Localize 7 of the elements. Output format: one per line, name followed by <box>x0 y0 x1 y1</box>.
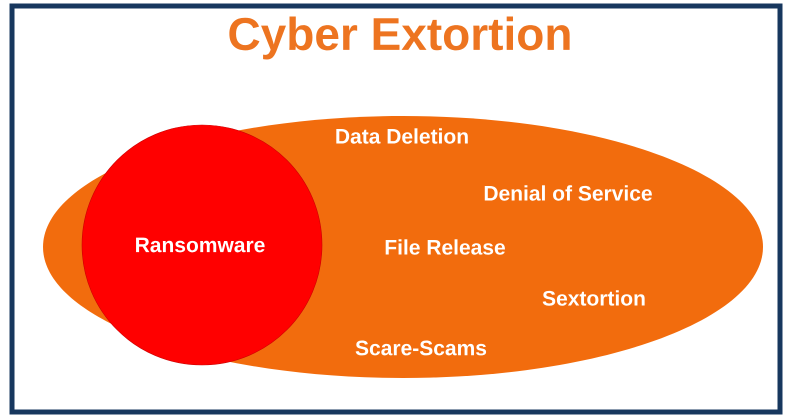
category-label: Data Deletion <box>336 128 468 144</box>
category-label: File Release <box>386 239 505 255</box>
title: Cyber Extortion <box>229 16 570 60</box>
category-label: Scare-Scams <box>356 340 486 356</box>
category-label: Sextortion <box>542 290 645 306</box>
category-label: Ransomware <box>136 238 265 252</box>
category-label: Denial of Service <box>484 185 652 201</box>
